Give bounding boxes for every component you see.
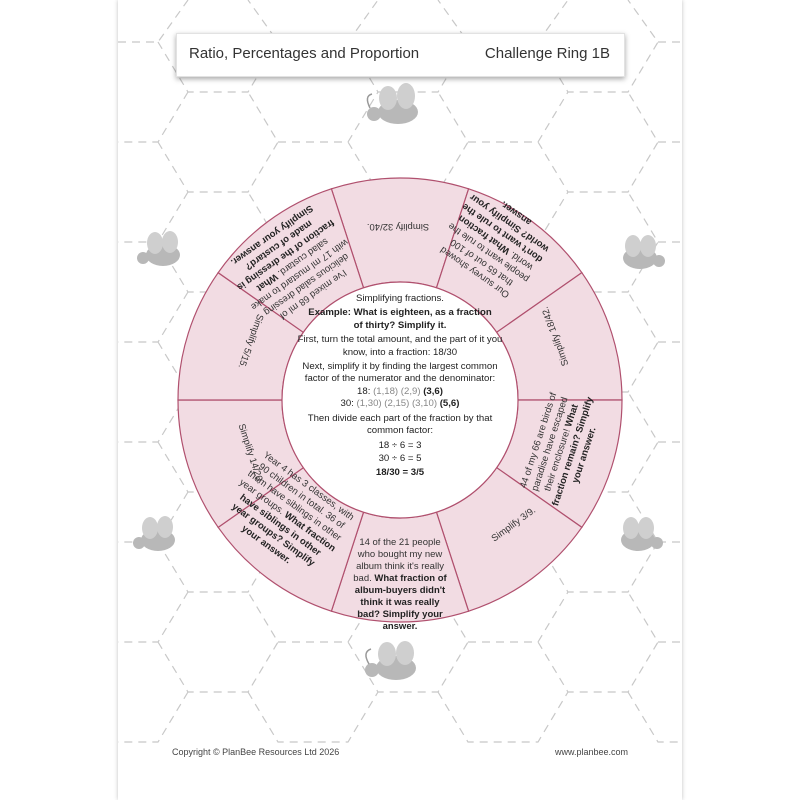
segment-bottom-text: 14 of the 21 people who bought my new al… (353, 537, 444, 584)
center-step1-fraction: 18/30 (433, 346, 458, 358)
factors-30-grey: (1,30) (2,15) (3,10) (356, 398, 438, 410)
center-explanation: Simplifying fractions. Example: What is … (290, 293, 510, 480)
factors-18-label: 18: (357, 385, 371, 397)
challenge-ring (177, 177, 623, 623)
segment-bottom: 14 of the 21 people who bought my new al… (351, 537, 449, 633)
bee-icon (133, 83, 665, 680)
segment-top-text: Simplify 32/40. (366, 221, 430, 232)
challenge-label: Challenge Ring 1B (484, 45, 610, 62)
center-step1-line: First, turn the total amount, and the pa… (290, 334, 510, 359)
website-text: www.planbee.com (554, 747, 628, 757)
worksheet-page: Ratio, Percentages and Proportion Challe… (118, 0, 682, 800)
ring-segments (177, 177, 623, 623)
copyright-text: Copyright © PlanBee Resources Ltd 2026 (172, 747, 340, 757)
segment-bottom-question: What fraction of album-buyers didn't thi… (354, 573, 447, 632)
factors-30-bold: (5,6) (439, 398, 460, 410)
center-heading: Simplifying fractions. (356, 293, 444, 304)
center-example: Example: What is eighteen, as a fraction… (308, 307, 492, 331)
factors-18-line: 18: (1,18) (2,9) (3,6) (290, 386, 510, 398)
header-card: Ratio, Percentages and Proportion Challe… (176, 33, 625, 77)
factors-30-line: 30: (1,30) (2,15) (3,10) (5,6) (290, 398, 510, 410)
calc-2: 30 ÷ 6 = 5 (378, 452, 422, 464)
center-step3: Then divide each part of the fraction by… (307, 412, 493, 437)
factors-18-grey: (1,18) (2,9) (373, 385, 421, 397)
center-step1: First, turn the total amount, and the pa… (297, 334, 503, 358)
ring-center (281, 281, 519, 519)
factors-18-bold: (3,6) (423, 385, 443, 397)
calc-1: 18 ÷ 6 = 3 (378, 440, 422, 452)
center-step2: Next, simplify it by finding the largest… (302, 361, 498, 385)
center-result: 18/30 = 3/5 (375, 467, 425, 479)
factors-30-label: 30: (340, 398, 354, 410)
worksheet-title: Ratio, Percentages and Proportion (189, 45, 420, 62)
segment-top: Simplify 32/40. (358, 220, 438, 232)
